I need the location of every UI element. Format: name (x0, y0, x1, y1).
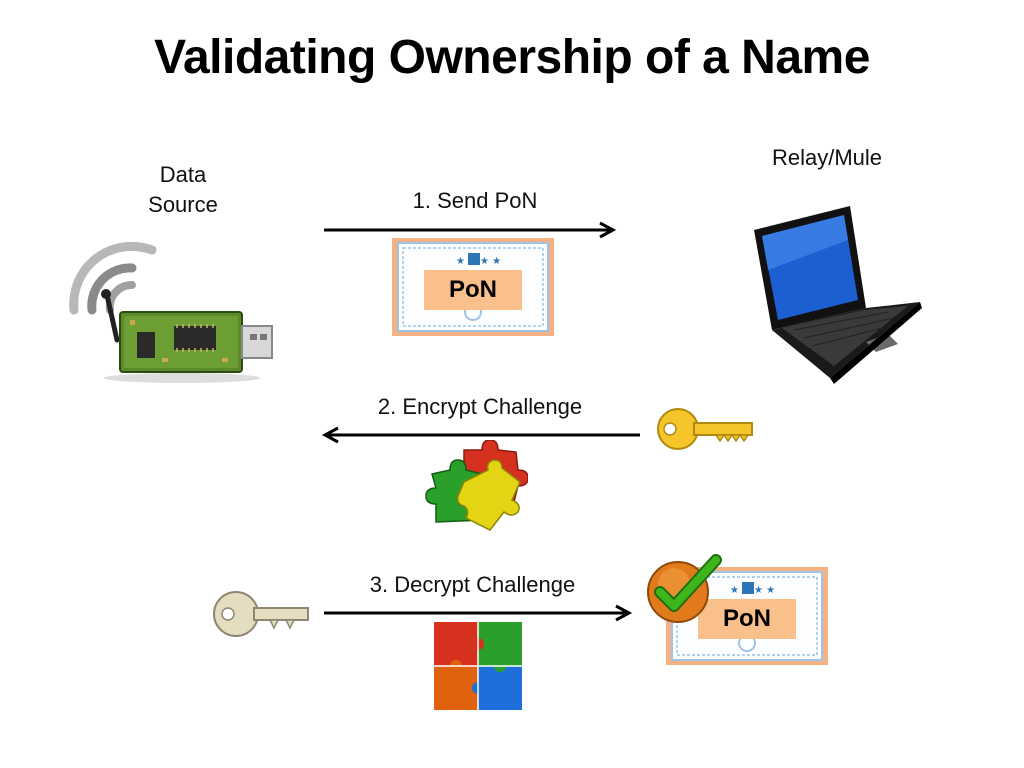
step-2-label: 2. Encrypt Challenge (377, 394, 583, 419)
green-checkmark-icon (647, 554, 722, 623)
svg-text:★ ★: ★ ★ (456, 256, 477, 267)
solved-puzzle-icon (434, 622, 522, 710)
arrow-right-step-1 (324, 221, 617, 239)
usb-radio-dongle-icon (69, 241, 273, 383)
svg-text:★ ★: ★ ★ (730, 585, 751, 596)
certificate-sent-label: PoN (424, 270, 522, 310)
slide-title: Validating Ownership of a Name (154, 31, 870, 84)
scrambled-puzzle-icon (425, 440, 528, 531)
data-source-label: Data Source (128, 160, 238, 220)
svg-text:★ ★: ★ ★ (754, 585, 775, 596)
data-source-label-line2: Source (148, 192, 218, 217)
data-source-label-line1: Data (159, 162, 207, 187)
step-1-label: 1. Send PoN (412, 188, 538, 213)
laptop-icon (754, 206, 922, 384)
relay-label: Relay/Mule (771, 145, 883, 170)
svg-text:★ ★: ★ ★ (480, 256, 501, 267)
certificate-validated-label: PoN (698, 599, 796, 639)
silver-key-icon (213, 591, 309, 637)
gold-key-icon (657, 408, 753, 450)
certificate-sent: ★ ★ ★ ★ PoN (392, 238, 554, 336)
arrow-left-step-2 (321, 426, 640, 444)
step-3-label: 3. Decrypt Challenge (369, 572, 576, 597)
arrow-right-step-3 (324, 604, 633, 622)
